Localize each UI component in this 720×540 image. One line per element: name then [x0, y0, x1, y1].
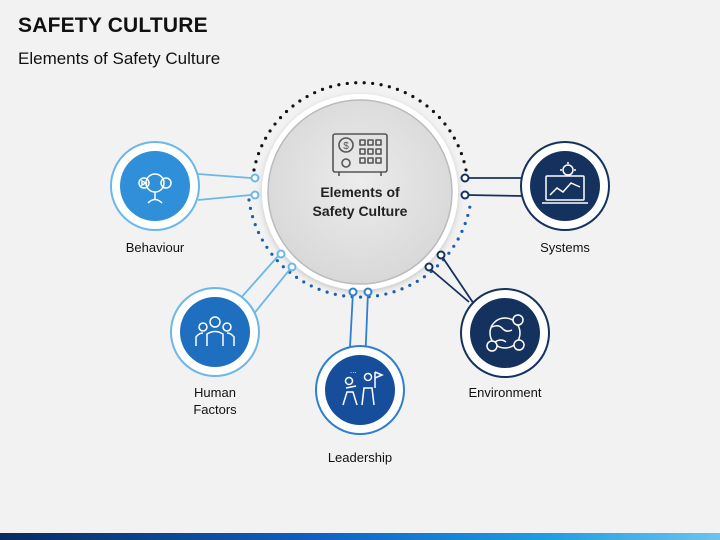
label-leadership-text: Leadership: [327, 450, 393, 465]
label-environment: Environment: [445, 384, 565, 401]
label-human-factors: Human Factors: [155, 384, 275, 418]
team-icon: [195, 316, 235, 346]
globe-network-icon: [486, 314, 525, 352]
element-node-leadership: ...: [315, 345, 405, 435]
center-label-line2: Safety Culture: [312, 203, 408, 219]
center-label-line1: Elements of: [320, 184, 400, 200]
behaviour-icon: [138, 173, 172, 204]
svg-text:...: ...: [350, 366, 357, 375]
label-environment-text: Environment: [468, 385, 542, 400]
leadership-icon: ...: [342, 366, 384, 406]
dotted-ring-inner: [247, 198, 473, 299]
bottom-accent-bar: [0, 533, 720, 540]
label-human-factors-line1: Human: [194, 385, 236, 400]
element-node-environment: [460, 288, 550, 378]
svg-text:$: $: [343, 141, 349, 152]
label-leadership: Leadership: [300, 449, 420, 466]
label-behaviour-text: Behaviour: [125, 240, 185, 255]
element-node-systems: [520, 141, 610, 231]
label-systems: Systems: [505, 239, 625, 256]
connector-dots: [250, 173, 470, 297]
label-systems-text: Systems: [540, 240, 590, 255]
label-human-factors-line2: Factors: [193, 402, 237, 417]
center-label: Elements of Safety Culture: [290, 183, 430, 221]
element-node-human-factors: [170, 287, 260, 377]
label-behaviour: Behaviour: [95, 239, 215, 256]
element-node-behaviour: [110, 141, 200, 231]
page-title: SAFETY CULTURE: [18, 14, 208, 37]
safe-icon: $: [332, 133, 388, 176]
dotted-ring-outer: [252, 81, 468, 172]
page-subtitle: Elements of Safety Culture: [18, 49, 221, 68]
analytics-monitor-icon: [542, 162, 588, 204]
